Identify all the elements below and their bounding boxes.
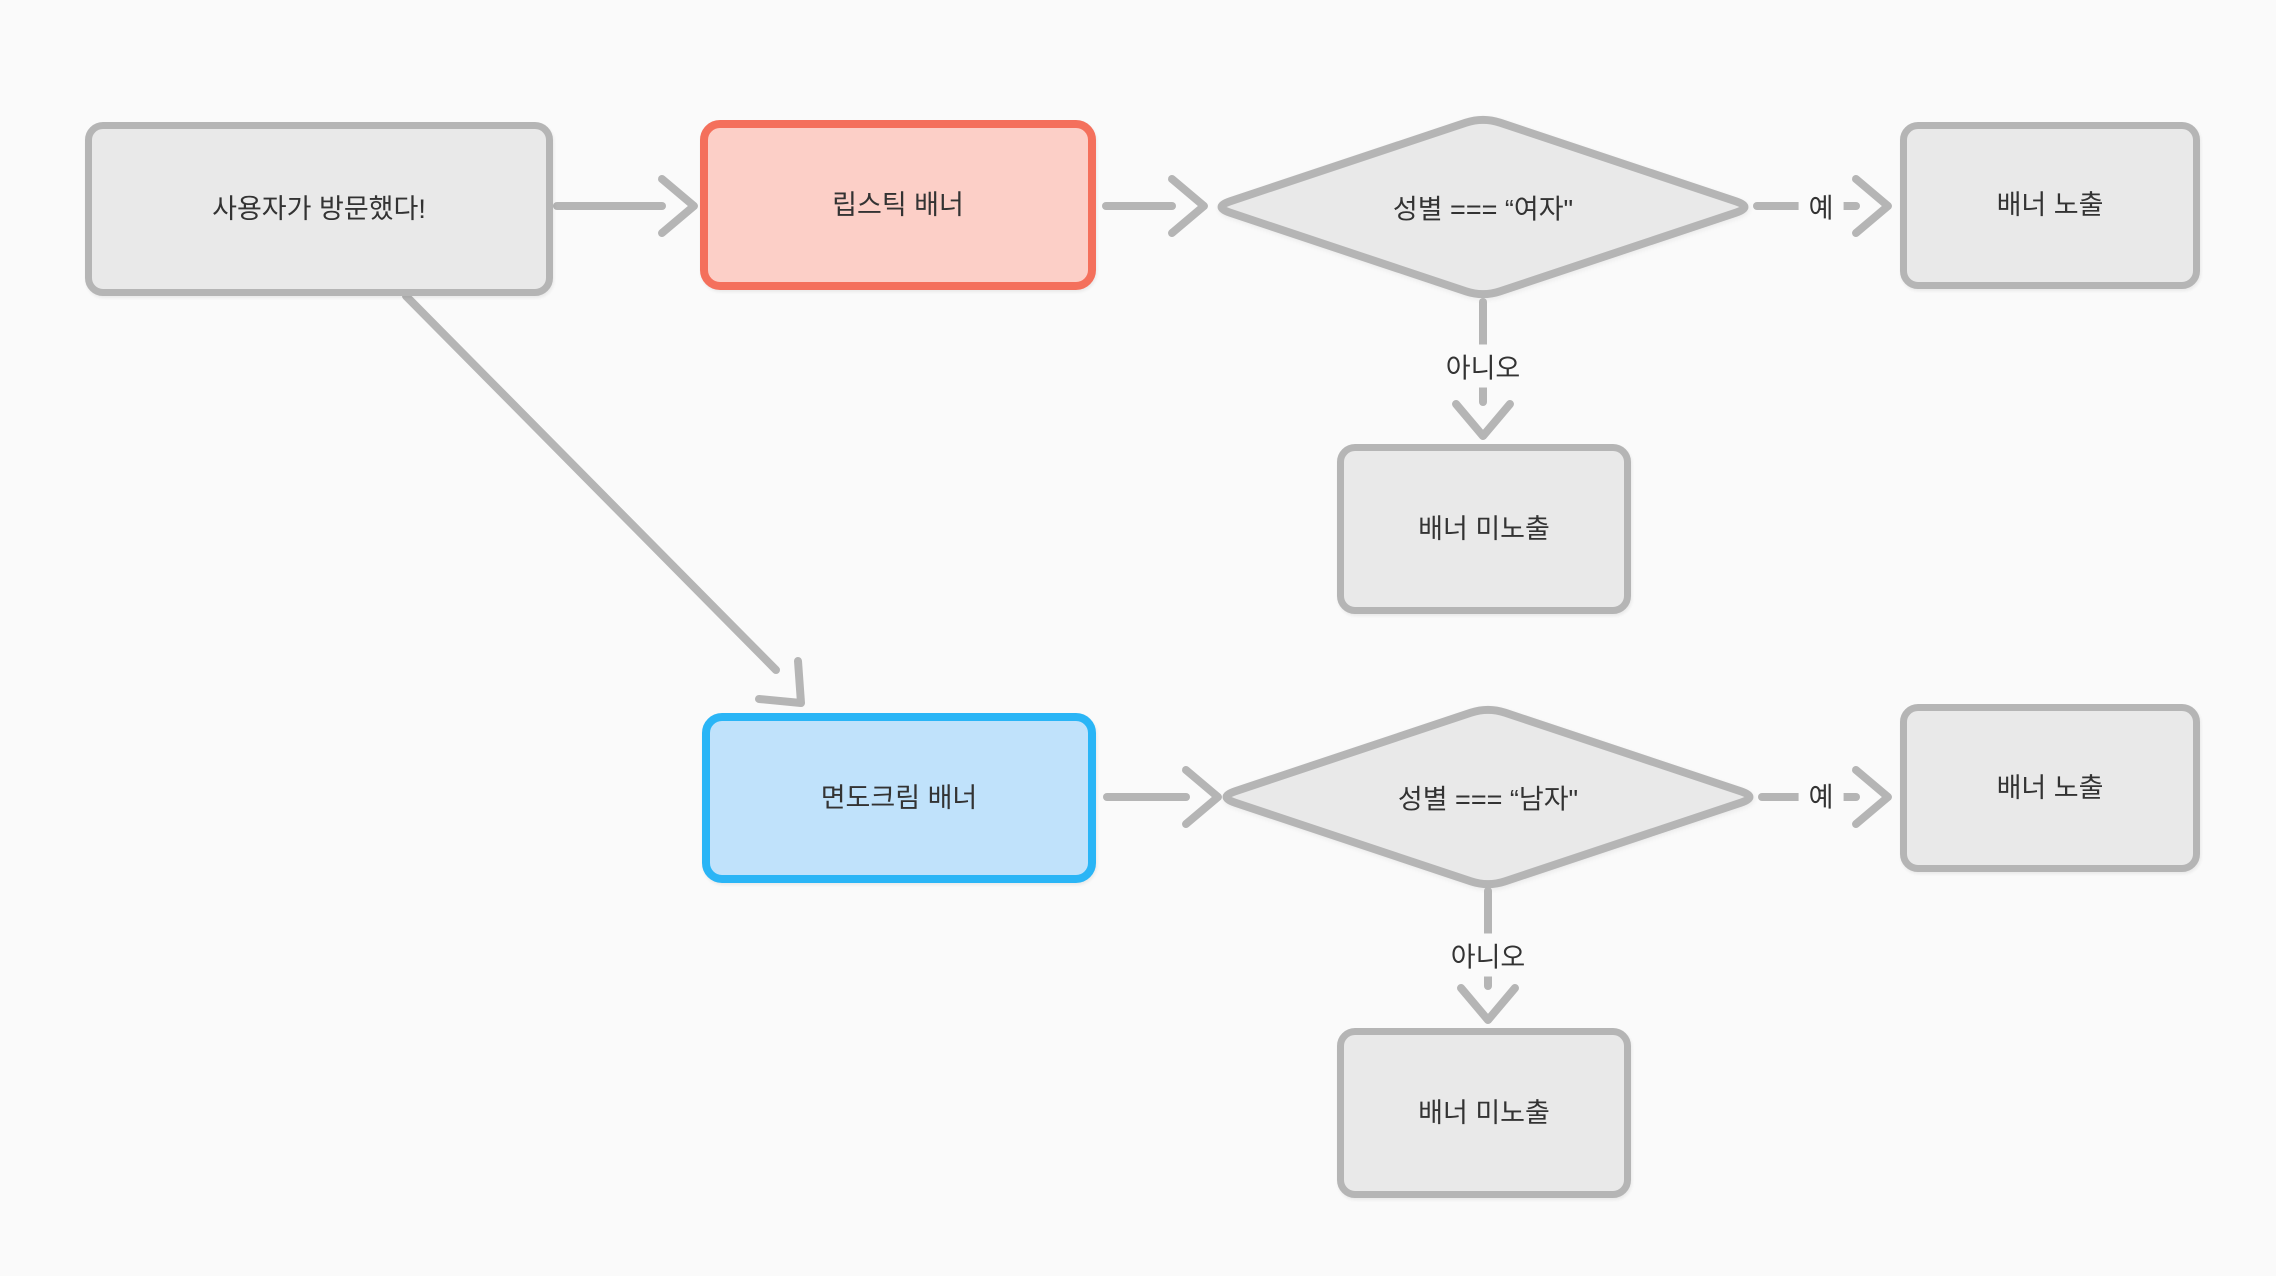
node-banner-show-female-label: 배너 노출 (1996, 190, 2104, 221)
arrowhead-decision-male-no (1457, 984, 1519, 1024)
arrowhead-decision-male-yes (1852, 766, 1892, 828)
node-banner-hide-female-label: 배너 미노출 (1418, 513, 1550, 544)
node-banner-show-male: 배너 노출 (1900, 704, 2200, 872)
edge-label-no-female: 아니오 (1435, 344, 1531, 388)
node-shaving-banner-label: 면도크림 배너 (820, 782, 978, 813)
edge-label-yes-female: 예 (1798, 184, 1844, 228)
edge-label-yes-male: 예 (1798, 773, 1844, 817)
node-start-label: 사용자가 방문했다! (212, 193, 426, 224)
edge-label-no-male: 아니오 (1440, 933, 1536, 977)
node-banner-hide-male: 배너 미노출 (1337, 1028, 1631, 1198)
node-banner-show-male-label: 배너 노출 (1996, 772, 2104, 803)
arrow-start-to-shaving (402, 292, 780, 674)
node-lipstick-banner-label: 립스틱 배너 (832, 189, 964, 220)
decision-female-label: 성별 === “여자" (1392, 194, 1574, 225)
node-banner-hide-male-label: 배너 미노출 (1418, 1097, 1550, 1128)
arrowhead-lipstick-to-decision (1168, 175, 1208, 237)
decision-male-label: 성별 === “남자" (1397, 784, 1579, 815)
node-start: 사용자가 방문했다! (85, 122, 553, 296)
node-banner-hide-female: 배너 미노출 (1337, 444, 1631, 614)
arrowhead-decision-female-yes (1852, 175, 1892, 237)
node-shaving-banner: 면도크림 배너 (702, 713, 1096, 883)
arrowhead-start-to-shaving (755, 657, 805, 707)
node-banner-show-female: 배너 노출 (1900, 122, 2200, 289)
arrowhead-decision-female-no (1452, 400, 1514, 440)
node-lipstick-banner: 립스틱 배너 (700, 120, 1096, 290)
arrowhead-start-to-lipstick (658, 175, 698, 237)
arrowhead-shaving-to-decision (1182, 766, 1222, 828)
